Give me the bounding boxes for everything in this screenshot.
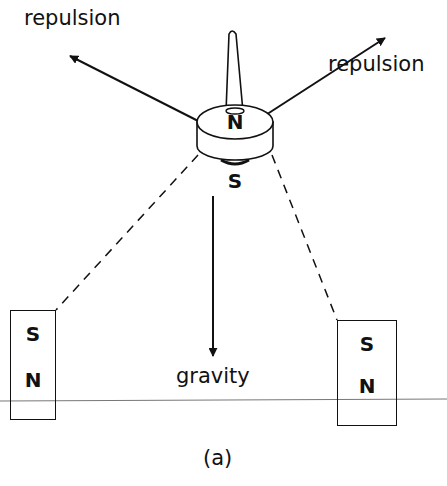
repulsion-arrow bbox=[258, 38, 385, 120]
caption-box: (a) bbox=[203, 446, 232, 470]
bar-magnet: SN bbox=[337, 320, 397, 426]
force-label: gravity bbox=[176, 364, 250, 388]
spindle bbox=[226, 31, 243, 112]
disk-magnet: NS bbox=[195, 100, 275, 196]
force-label: repulsion bbox=[328, 52, 425, 76]
pole-label: N bbox=[338, 375, 396, 397]
dashed-connector bbox=[56, 155, 198, 310]
label-box: gravity bbox=[176, 364, 250, 388]
pole-smudge bbox=[221, 160, 249, 164]
label-box: repulsion bbox=[24, 6, 121, 30]
label-box: repulsion bbox=[328, 52, 425, 76]
pole-label: N bbox=[195, 111, 275, 133]
caption: (a) bbox=[203, 446, 232, 470]
pole-label: S bbox=[338, 333, 396, 355]
ground-line bbox=[0, 399, 447, 401]
pole-label: S bbox=[195, 170, 275, 192]
dashed-connector bbox=[272, 155, 337, 320]
repulsion-arrow bbox=[70, 56, 212, 128]
bar-magnet: SN bbox=[10, 310, 56, 420]
pole-label: N bbox=[11, 369, 55, 391]
force-label: repulsion bbox=[24, 6, 121, 30]
pole-label: S bbox=[11, 323, 55, 345]
gravity-arrow bbox=[212, 196, 214, 356]
